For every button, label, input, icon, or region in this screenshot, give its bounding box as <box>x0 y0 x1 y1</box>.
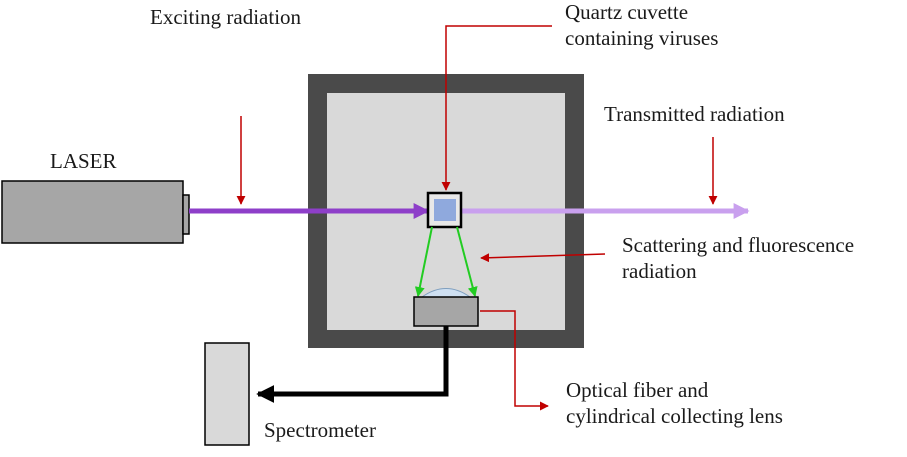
cuvette-pointer <box>441 25 552 191</box>
optical-fiber-pointer <box>480 310 549 411</box>
laser-label: LASER <box>50 149 117 173</box>
exciting-radiation-label: Exciting radiation <box>150 5 302 29</box>
scattering-label-line2: radiation <box>622 259 697 283</box>
scattering-pointer <box>480 253 606 263</box>
optical-fiber-label: Optical fiber and cylindrical collecting… <box>566 377 783 429</box>
spectrometer-label: Spectrometer <box>264 418 376 442</box>
cuvette-label-line2: containing viruses <box>565 26 719 50</box>
cuvette-label-line1: Quartz cuvette <box>565 0 689 24</box>
optical-fiber <box>256 326 449 403</box>
scattering-label-line1: Scattering and fluorescence <box>622 233 855 257</box>
laser-body <box>1 180 184 244</box>
cuvette-sample <box>434 199 456 221</box>
spectrometer-box <box>204 342 250 446</box>
emission-ray-left <box>414 226 433 297</box>
fiber-holder <box>413 296 479 327</box>
laser-aperture <box>182 194 190 235</box>
scattering-label: Scattering and fluorescence radiation <box>622 232 854 284</box>
optical-fiber-label-line2: cylindrical collecting lens <box>566 404 783 428</box>
optical-fiber-label-line1: Optical fiber and <box>566 378 709 402</box>
transmitted-radiation-label: Transmitted radiation <box>604 102 785 126</box>
emission-ray-right <box>456 226 478 297</box>
cuvette-label: Quartz cuvette containing viruses <box>565 0 718 51</box>
